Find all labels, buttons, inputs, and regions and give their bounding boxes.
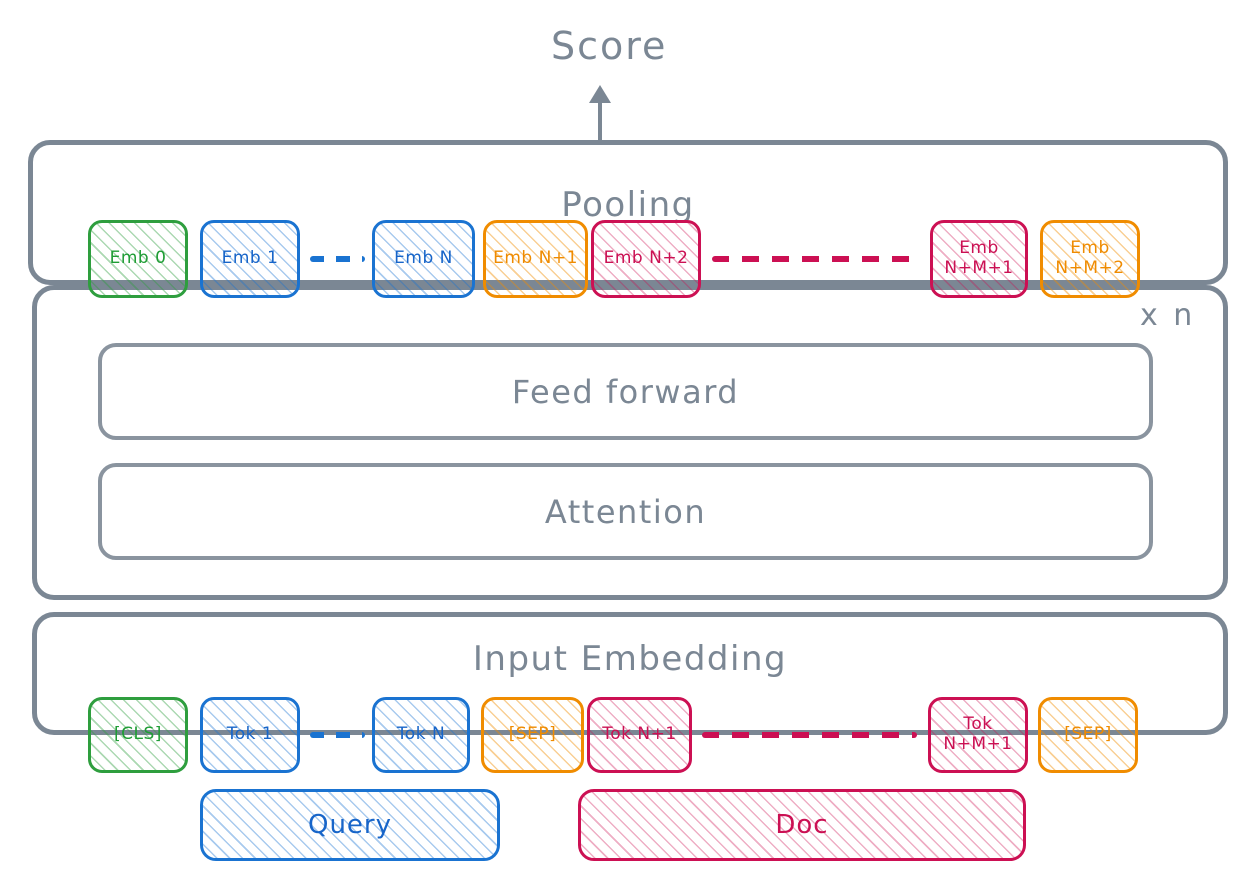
segment-label: Query bbox=[307, 810, 392, 840]
attention-block[interactable]: Attention bbox=[98, 463, 1153, 560]
input-embedding-label: Input Embedding bbox=[472, 639, 788, 679]
segment-doc[interactable]: Doc bbox=[578, 789, 1026, 861]
dashed-connector-token-crimson bbox=[702, 732, 917, 738]
dashed-connector-embedding-blue bbox=[310, 256, 365, 262]
score-arrow-head bbox=[589, 85, 611, 103]
chip-label: Emb 1 bbox=[221, 248, 279, 269]
chip-label: Tok N+1 bbox=[602, 724, 677, 745]
chip-label: Tok N bbox=[396, 724, 446, 745]
pooling-label: Pooling bbox=[561, 185, 695, 225]
attention-label: Attention bbox=[544, 492, 707, 531]
chip-label: Emb 0 bbox=[109, 248, 167, 269]
score-arrow-stem bbox=[598, 100, 602, 145]
segment-query[interactable]: Query bbox=[200, 789, 500, 861]
token-chip-cls[interactable]: [CLS] bbox=[88, 697, 188, 773]
token-chip-sep[interactable]: [SEP] bbox=[481, 697, 584, 773]
repeat-count-label: x n bbox=[1140, 298, 1196, 333]
chip-label: [SEP] bbox=[1064, 724, 1112, 745]
feed-forward-label: Feed forward bbox=[511, 372, 740, 411]
embedding-chip-emb-0[interactable]: Emb 0 bbox=[88, 220, 188, 298]
feed-forward-block[interactable]: Feed forward bbox=[98, 343, 1153, 440]
chip-label: [CLS] bbox=[114, 724, 162, 745]
embedding-chip-emb-n[interactable]: Emb N bbox=[372, 220, 475, 298]
embedding-chip-emb-n-2[interactable]: Emb N+2 bbox=[591, 220, 701, 298]
token-chip-tok-1[interactable]: Tok 1 bbox=[200, 697, 300, 773]
chip-label: Tok 1 bbox=[226, 724, 274, 745]
token-chip-tok-n[interactable]: Tok N bbox=[372, 697, 470, 773]
token-chip-sep[interactable]: [SEP] bbox=[1038, 697, 1138, 773]
embedding-chip-emb-n-1[interactable]: Emb N+1 bbox=[483, 220, 588, 298]
chip-label: Emb N+1 bbox=[493, 248, 578, 269]
chip-label: Emb N+2 bbox=[603, 248, 689, 269]
score-label: Score bbox=[551, 24, 668, 68]
chip-label: Emb N bbox=[394, 248, 453, 269]
segment-label: Doc bbox=[775, 810, 829, 840]
dashed-connector-token-blue bbox=[310, 732, 365, 738]
dashed-connector-embedding-crimson bbox=[712, 256, 920, 262]
chip-label: [SEP] bbox=[508, 724, 557, 745]
input-embedding-block[interactable]: Input Embedding bbox=[32, 612, 1228, 735]
pooling-block[interactable]: Pooling bbox=[28, 140, 1228, 285]
token-chip-tok-n-1[interactable]: Tok N+1 bbox=[587, 697, 692, 773]
embedding-chip-emb-1[interactable]: Emb 1 bbox=[200, 220, 300, 298]
